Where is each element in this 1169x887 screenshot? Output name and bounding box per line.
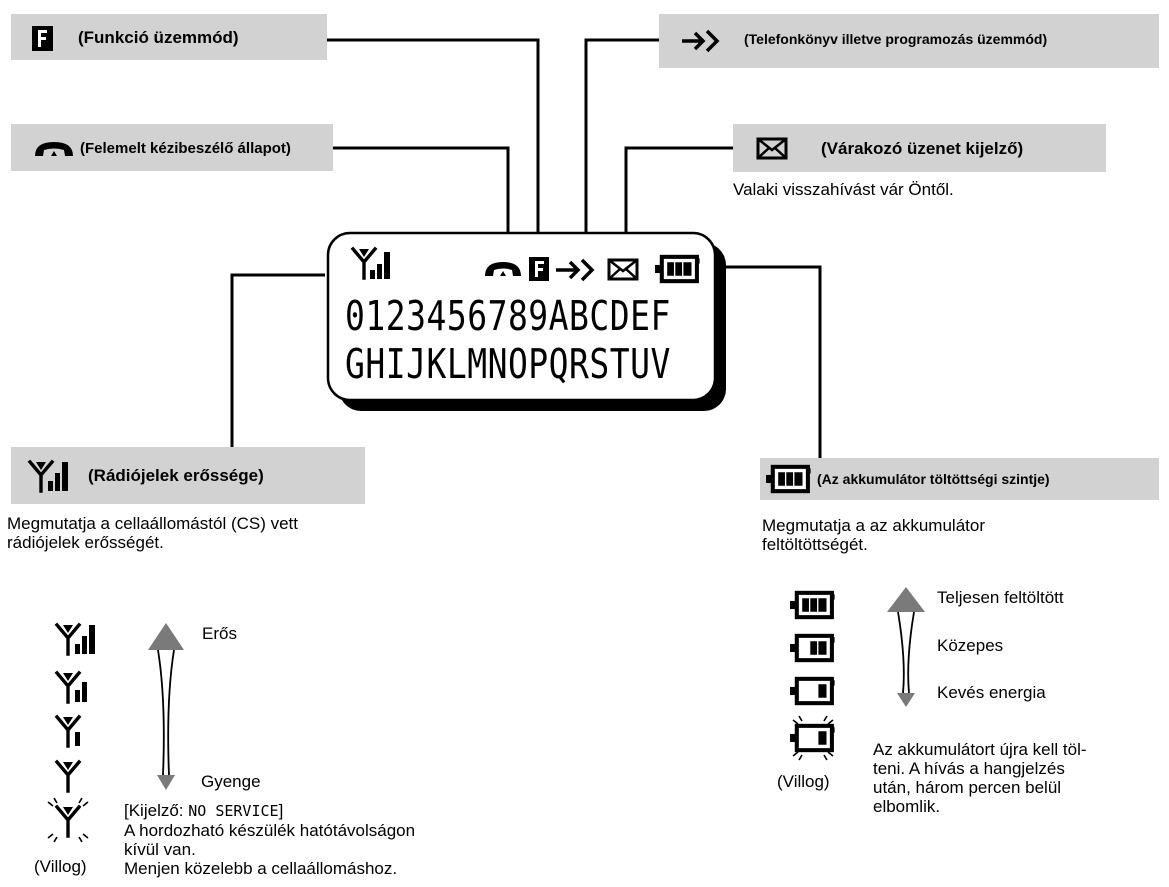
message-description: Valaki visszahívást vár Öntől. bbox=[733, 180, 954, 199]
signal-level-0-icon bbox=[55, 760, 81, 793]
header-handset-icon bbox=[35, 142, 73, 156]
header-battery-icon bbox=[766, 467, 811, 491]
no-service-description: [Kijelző: NO SERVICE] A hordozható készü… bbox=[124, 801, 416, 878]
lcd-battery-icon bbox=[655, 257, 700, 281]
header-bar-function bbox=[11, 14, 327, 60]
header-antenna-signal-icon bbox=[28, 460, 68, 493]
battery-description: Megmutatja a az akkumulátor feltöltöttsé… bbox=[762, 516, 985, 554]
battery-low-icon bbox=[790, 679, 835, 703]
lcd-antenna-icon bbox=[351, 247, 390, 280]
lcd-row-1: 0123456789ABCDEF bbox=[345, 291, 671, 340]
header-bar-message bbox=[733, 124, 1106, 172]
header-signal-label: (Rádiójelek erőssége) bbox=[88, 466, 264, 485]
lcd-handset-icon bbox=[485, 262, 521, 276]
header-bar-battery bbox=[760, 458, 1159, 500]
battery-scale-arrow bbox=[887, 587, 925, 707]
header-f-icon bbox=[32, 26, 53, 51]
header-arrow-diamond-icon bbox=[682, 29, 720, 53]
lcd-row-2: GHIJKLMNOPQRSTUV bbox=[345, 339, 671, 388]
signal-level-3-icon bbox=[55, 623, 95, 656]
lcd-arrow-diamond-icon bbox=[556, 258, 595, 282]
header-envelope-icon bbox=[756, 137, 788, 160]
signal-weak-label: Gyenge bbox=[201, 772, 261, 791]
header-bar-signal bbox=[11, 447, 365, 504]
battery-low-label: Kevés energia bbox=[937, 683, 1046, 702]
header-phonebook-label: (Telefonkönyv illetve programozás üzemmó… bbox=[744, 31, 1048, 47]
battery-medium-label: Közepes bbox=[937, 636, 1004, 655]
battery-full-label: Teljesen feltöltött bbox=[937, 588, 1064, 607]
signal-blink-label: (Villog) bbox=[34, 857, 87, 876]
signal-level-2-icon bbox=[55, 671, 87, 704]
header-function-label: (Funkció üzemmód) bbox=[78, 28, 239, 47]
header-offhook-label: (Felemelt kézibeszélő állapot) bbox=[80, 140, 291, 157]
connector-lines bbox=[230, 38, 822, 458]
header-message-label: (Várakozó üzenet kijelző) bbox=[821, 139, 1024, 158]
battery-blink-icon bbox=[790, 715, 835, 761]
no-service-display-text: NO SERVICE bbox=[188, 802, 279, 820]
signal-blink-icon bbox=[47, 797, 89, 843]
header-bar-phonebook bbox=[659, 14, 1159, 68]
battery-blink-label: (Villog) bbox=[777, 772, 830, 791]
battery-full-icon bbox=[790, 593, 835, 617]
signal-scale-arrow bbox=[148, 623, 184, 790]
signal-strong-label: Erős bbox=[202, 624, 237, 643]
lcd-envelope-icon bbox=[607, 258, 639, 281]
lcd-f-icon bbox=[529, 257, 549, 281]
header-battery-label: (Az akkumulátor töltöttségi szintje) bbox=[817, 471, 1050, 487]
battery-recharge-description: Az akkumulátort újra kell töl- teni. A h… bbox=[873, 740, 1087, 816]
battery-medium-icon bbox=[790, 636, 835, 660]
signal-description: Megmutatja a cellaállomástól (CS) vett r… bbox=[7, 514, 299, 552]
signal-level-1-icon bbox=[55, 715, 81, 748]
